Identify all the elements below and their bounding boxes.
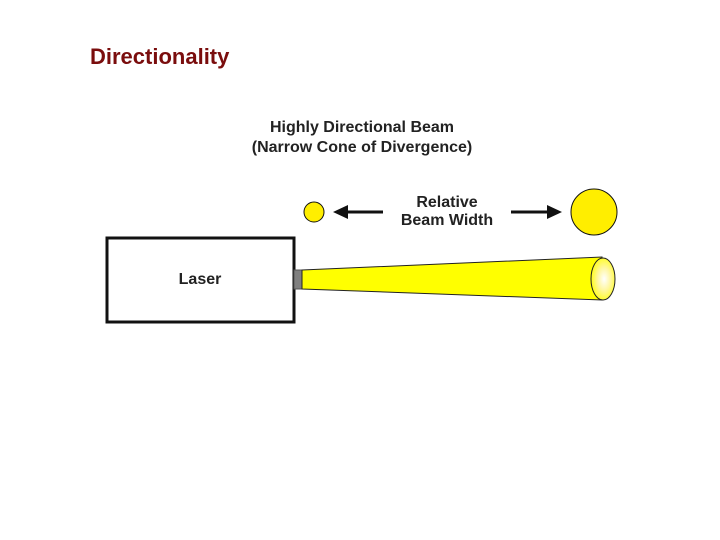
beam-end-ellipse	[590, 257, 616, 301]
laser-beam-cone	[301, 256, 603, 301]
left-arrow-icon	[333, 205, 383, 219]
relative-label-line2: Beam Width	[401, 212, 493, 229]
slide-title: Directionality	[90, 44, 230, 69]
large-beam-circle	[570, 188, 618, 236]
relative-label-line1: Relative	[416, 194, 477, 211]
right-arrow-icon	[511, 205, 562, 219]
laser-label: Laser	[179, 271, 222, 288]
beam-heading-line2: (Narrow Cone of Divergence)	[252, 139, 472, 156]
small-beam-circle	[303, 201, 325, 223]
beam-heading-line1: Highly Directional Beam	[270, 119, 454, 136]
laser-aperture	[293, 269, 303, 290]
laser-box	[105, 236, 296, 324]
